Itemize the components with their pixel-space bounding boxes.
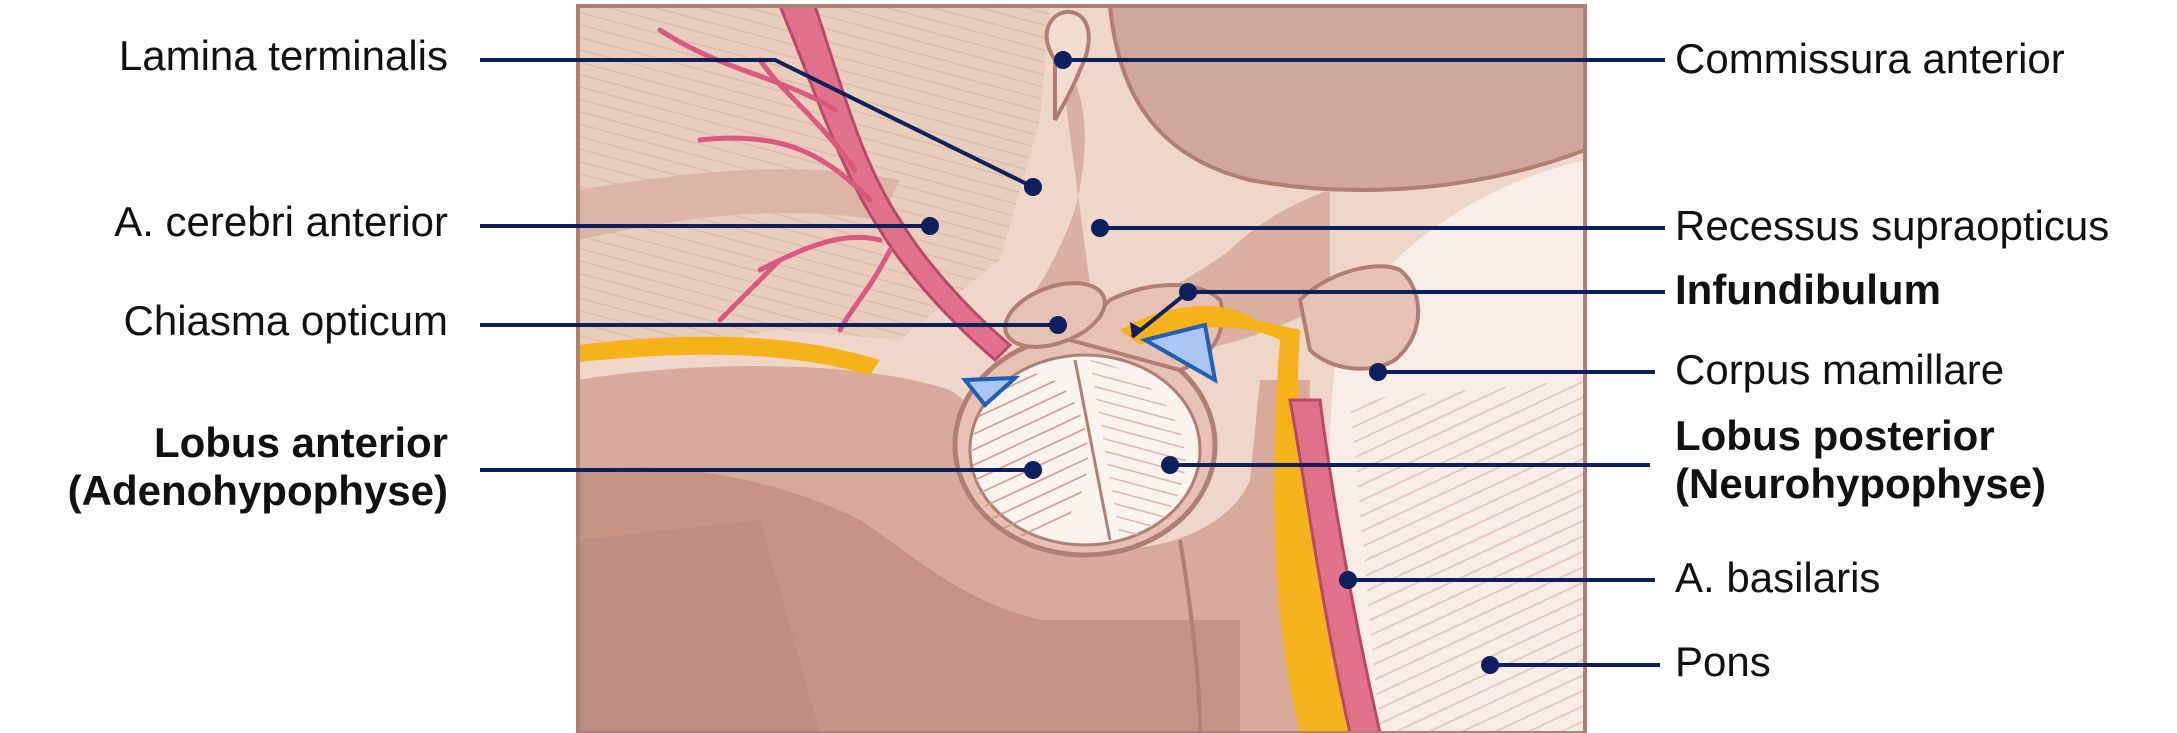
label-corpus-mamillare: Corpus mamillare [1675, 346, 2005, 393]
basilar-artery [1288, 398, 1382, 733]
arrowhead-infundibulum [1130, 322, 1144, 337]
neurohypophyse-shape [1090, 360, 1186, 540]
dot-chiasma-opticum [1049, 316, 1067, 334]
dot-a-basilaris [1339, 571, 1357, 589]
label-a-basilaris: A. basilaris [1675, 554, 1881, 601]
label-a-cerebri-anterior: A. cerebri anterior [114, 198, 448, 245]
label-chiasma-opticum: Chiasma opticum [123, 297, 448, 344]
label-pons: Pons [1675, 638, 1771, 685]
label-commissura-anterior: Commissura anterior [1675, 35, 2065, 82]
dot-corpus-mamillare [1369, 363, 1387, 381]
adenohypophyse-shape [972, 373, 1088, 537]
ventricle-recess-small [960, 375, 1021, 408]
leader-lamina-terminalis [480, 58, 1034, 189]
dot-lamina-terminalis [1024, 178, 1042, 196]
label-lamina-terminalis: Lamina terminalis [118, 32, 448, 79]
csf-posterior [1120, 306, 1360, 733]
dot-commissura-anterior [1054, 51, 1072, 69]
csf-space [578, 336, 880, 375]
infundibular-recess [1139, 322, 1218, 384]
dot-pons [1481, 656, 1499, 674]
dot-a-cerebri-anterior [921, 217, 939, 235]
dot-lobus-anterior [1024, 461, 1042, 479]
thalamus-region [1110, 6, 1585, 190]
hypothalamus [1020, 60, 1330, 360]
anterior-cerebral-artery [778, 6, 1013, 363]
label-infundibulum: Infundibulum [1675, 266, 1941, 313]
gyrus-band [578, 169, 900, 240]
leader-lines [480, 58, 1665, 667]
figure-frame [576, 4, 1587, 733]
label-lobus-posterior: Lobus posterior (Neurohypophyse) [1675, 412, 2047, 508]
label-lobus-anterior: Lobus anterior (Adenohypophyse) [67, 419, 448, 515]
dot-infundibulum [1179, 283, 1197, 301]
anatomy-scene [578, 6, 1585, 733]
dot-lobus-posterior [1161, 456, 1179, 474]
label-recessus-supraopticus: Recessus supraopticus [1675, 202, 2110, 249]
artery-branches [657, 27, 893, 333]
leader-dots [921, 51, 1499, 674]
dot-recessus-supraopticus [1091, 219, 1109, 237]
chiasma-opticum-shape [1003, 281, 1107, 349]
